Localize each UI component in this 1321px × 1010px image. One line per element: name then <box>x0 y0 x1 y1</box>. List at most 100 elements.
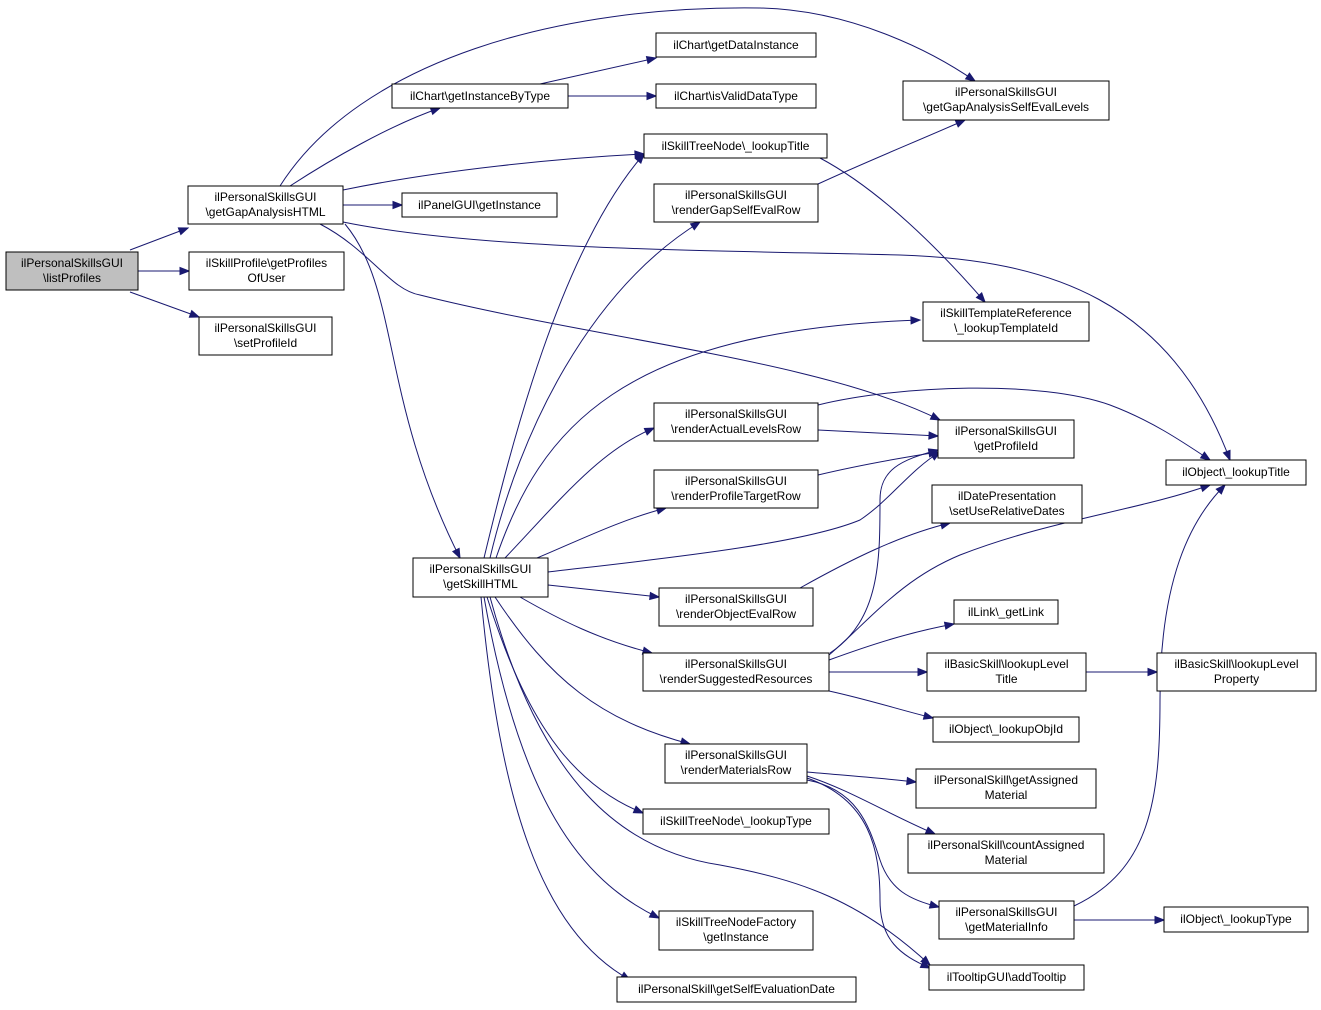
edge-listProfiles-to-getGapAnalysisHTML <box>129 227 190 251</box>
arrowhead <box>906 776 918 786</box>
edge-listProfiles-to-setProfileId <box>129 291 201 318</box>
svg-text:ilSkillTreeNode\_lookupType: ilSkillTreeNode\_lookupType <box>660 814 812 828</box>
node-getMaterialInfo[interactable]: ilPersonalSkillsGUI\getMaterialInfo <box>938 900 1075 940</box>
arrowhead <box>924 826 937 835</box>
svg-text:ilDatePresentation: ilDatePresentation <box>958 489 1056 503</box>
arrowhead <box>910 316 922 325</box>
node-nodeFactoryGetInstance[interactable]: ilSkillTreeNodeFactory\getInstance <box>658 910 814 951</box>
svg-text:ilPersonalSkill\getAssigned: ilPersonalSkill\getAssigned <box>934 773 1078 787</box>
edge-renderProfileTargetRow-to-getProfileId <box>817 449 940 476</box>
arrowhead <box>1147 667 1159 677</box>
edge-getSkillHTML-to-lookupTypeNode <box>486 596 645 814</box>
node-addTooltip[interactable]: ilTooltipGUI\addTooltip <box>928 964 1085 991</box>
node-renderGapSelfEvalRow[interactable]: ilPersonalSkillsGUI\renderGapSelfEvalRow <box>653 183 819 223</box>
svg-text:\getGapAnalysisSelfEvalLevels: \getGapAnalysisSelfEvalLevels <box>923 100 1089 114</box>
node-lookupObjId[interactable]: ilObject\_lookupObjId <box>932 716 1080 743</box>
arrowhead <box>1199 484 1212 493</box>
arrowhead <box>646 91 658 101</box>
edge-renderSuggestedResources-to-getLink <box>828 621 956 661</box>
node-renderObjectEvalRow[interactable]: ilPersonalSkillsGUI\renderObjectEvalRow <box>658 587 814 627</box>
node-getSkillHTML[interactable]: ilPersonalSkillsGUI\getSkillHTML <box>412 557 549 598</box>
arrowhead <box>922 711 935 720</box>
arrowhead <box>634 152 645 164</box>
svg-text:ilSkillTreeNode\_lookupTitle: ilSkillTreeNode\_lookupTitle <box>662 139 810 153</box>
svg-text:\setProfileId: \setProfileId <box>234 336 297 350</box>
svg-text:ilPersonalSkillsGUI: ilPersonalSkillsGUI <box>685 592 787 606</box>
svg-text:ilPersonalSkillsGUI: ilPersonalSkillsGUI <box>955 85 1057 99</box>
svg-text:ilBasicSkill\lookupLevel: ilBasicSkill\lookupLevel <box>944 657 1068 671</box>
node-lookupTypeNode[interactable]: ilSkillTreeNode\_lookupType <box>642 808 830 835</box>
edge-renderMaterialsRow-to-countAssignedMaterial <box>806 775 937 835</box>
arrowhead <box>929 412 942 421</box>
edge-renderMaterialsRow-to-getAssignedMaterial <box>806 771 918 786</box>
node-setUseRelativeDates[interactable]: ilDatePresentation\setUseRelativeDates <box>931 484 1083 524</box>
svg-text:\getSkillHTML: \getSkillHTML <box>443 577 518 591</box>
node-panelGetInstance[interactable]: ilPanelGUI\getInstance <box>401 192 558 218</box>
node-setProfileId[interactable]: ilPersonalSkillsGUI\setProfileId <box>198 316 333 356</box>
node-getGapAnalysisHTML[interactable]: ilPersonalSkillsGUI\getGapAnalysisHTML <box>187 185 344 225</box>
edge-getMaterialInfo-to-objLookupTitle <box>1073 483 1226 907</box>
node-listProfiles[interactable]: ilPersonalSkillsGUI\listProfiles <box>5 251 139 291</box>
edge-renderSuggestedResources-to-lookupObjId <box>828 690 935 720</box>
svg-text:ilPersonalSkillsGUI: ilPersonalSkillsGUI <box>955 905 1057 919</box>
node-renderMaterialsRow[interactable]: ilPersonalSkillsGUI\renderMaterialsRow <box>664 743 808 784</box>
node-objLookupTitle[interactable]: ilObject\_lookupTitle <box>1165 459 1307 486</box>
node-renderProfileTargetRow[interactable]: ilPersonalSkillsGUI\renderProfileTargetR… <box>653 469 819 509</box>
arrowhead <box>649 591 661 601</box>
edge-renderMaterialsRow-to-addTooltip <box>806 777 932 969</box>
svg-text:\renderGapSelfEvalRow: \renderGapSelfEvalRow <box>672 203 801 217</box>
svg-text:ilPersonalSkillsGUI: ilPersonalSkillsGUI <box>429 562 531 576</box>
node-lookupTitleNode[interactable]: ilSkillTreeNode\_lookupTitle <box>643 133 828 159</box>
arrowhead <box>645 55 658 65</box>
arrowhead <box>179 266 191 276</box>
edge-getSkillHTML-to-renderProfileTargetRow <box>536 506 668 559</box>
edge-getGapAnalysisHTML-to-getInstanceByType <box>289 107 442 187</box>
edge-getSkillHTML-to-renderActualLevelsRow <box>504 427 656 559</box>
edge-getGapAnalysisHTML-to-objLookupTitle <box>342 221 1231 462</box>
node-getDataInstance[interactable]: ilChart\getDataInstance <box>655 32 817 58</box>
edge-renderMaterialsRow-to-getMaterialInfo <box>806 779 941 909</box>
arrowhead <box>451 547 461 560</box>
node-lookupTemplateId[interactable]: ilSkillTemplateReference\_lookupTemplate… <box>922 301 1090 342</box>
node-isValidDataType[interactable]: ilChart\isValidDataType <box>655 83 817 109</box>
edge-getInstanceByType-to-isValidDataType <box>568 91 658 101</box>
arrowhead <box>632 805 645 814</box>
node-getSelfEvaluationDate[interactable]: ilPersonalSkill\getSelfEvaluationDate <box>616 976 857 1003</box>
node-getLink[interactable]: ilLink\_getLink <box>953 599 1059 625</box>
edge-lookupLevelTitle-to-lookupLevelProperty <box>1086 667 1159 677</box>
svg-text:ilTooltipGUI\addTooltip: ilTooltipGUI\addTooltip <box>947 970 1067 984</box>
svg-text:ilChart\isValidDataType: ilChart\isValidDataType <box>674 89 798 103</box>
edge-layer <box>129 7 1231 981</box>
svg-text:\setUseRelativeDates: \setUseRelativeDates <box>949 504 1064 518</box>
node-getInstanceByType[interactable]: ilChart\getInstanceByType <box>391 83 569 109</box>
svg-text:ilPersonalSkillsGUI: ilPersonalSkillsGUI <box>214 190 316 204</box>
svg-text:ilPersonalSkillsGUI: ilPersonalSkillsGUI <box>21 256 123 270</box>
edge-getSkillHTML-to-nodeFactoryGetInstance <box>483 596 661 919</box>
svg-text:\getGapAnalysisHTML: \getGapAnalysisHTML <box>205 205 325 219</box>
svg-text:ilSkillProfile\getProfiles: ilSkillProfile\getProfiles <box>206 256 327 270</box>
svg-text:ilSkillTemplateReference: ilSkillTemplateReference <box>940 306 1072 320</box>
svg-text:Property: Property <box>1214 672 1259 686</box>
svg-text:Title: Title <box>995 672 1018 686</box>
edge-listProfiles-to-getProfilesOfUser <box>138 266 191 276</box>
node-renderActualLevelsRow[interactable]: ilPersonalSkillsGUI\renderActualLevelsRo… <box>653 402 819 442</box>
node-objLookupType[interactable]: ilObject\_lookupType <box>1163 906 1309 933</box>
node-renderSuggestedResources[interactable]: ilPersonalSkillsGUI\renderSuggestedResou… <box>642 652 830 692</box>
edge-renderGapSelfEvalRow-to-getGapAnalysisSelfEvalLevels <box>817 119 967 185</box>
node-getProfileId[interactable]: ilPersonalSkillsGUI\getProfileId <box>937 419 1075 459</box>
edge-lookupTitleNode-to-lookupTemplateId <box>819 157 986 304</box>
arrowhead <box>927 448 940 457</box>
edge-getSkillHTML-to-getSelfEvaluationDate <box>480 596 632 981</box>
arrowhead <box>1154 915 1166 925</box>
svg-text:ilChart\getInstanceByType: ilChart\getInstanceByType <box>410 89 550 103</box>
node-getGapAnalysisSelfEvalLevels[interactable]: ilPersonalSkillsGUI\getGapAnalysisSelfEv… <box>902 80 1110 121</box>
svg-text:ilChart\getDataInstance: ilChart\getDataInstance <box>673 38 799 52</box>
edge-renderActualLevelsRow-to-getProfileId <box>817 429 940 440</box>
svg-text:ilBasicSkill\lookupLevel: ilBasicSkill\lookupLevel <box>1174 657 1298 671</box>
arrowhead <box>954 119 967 128</box>
